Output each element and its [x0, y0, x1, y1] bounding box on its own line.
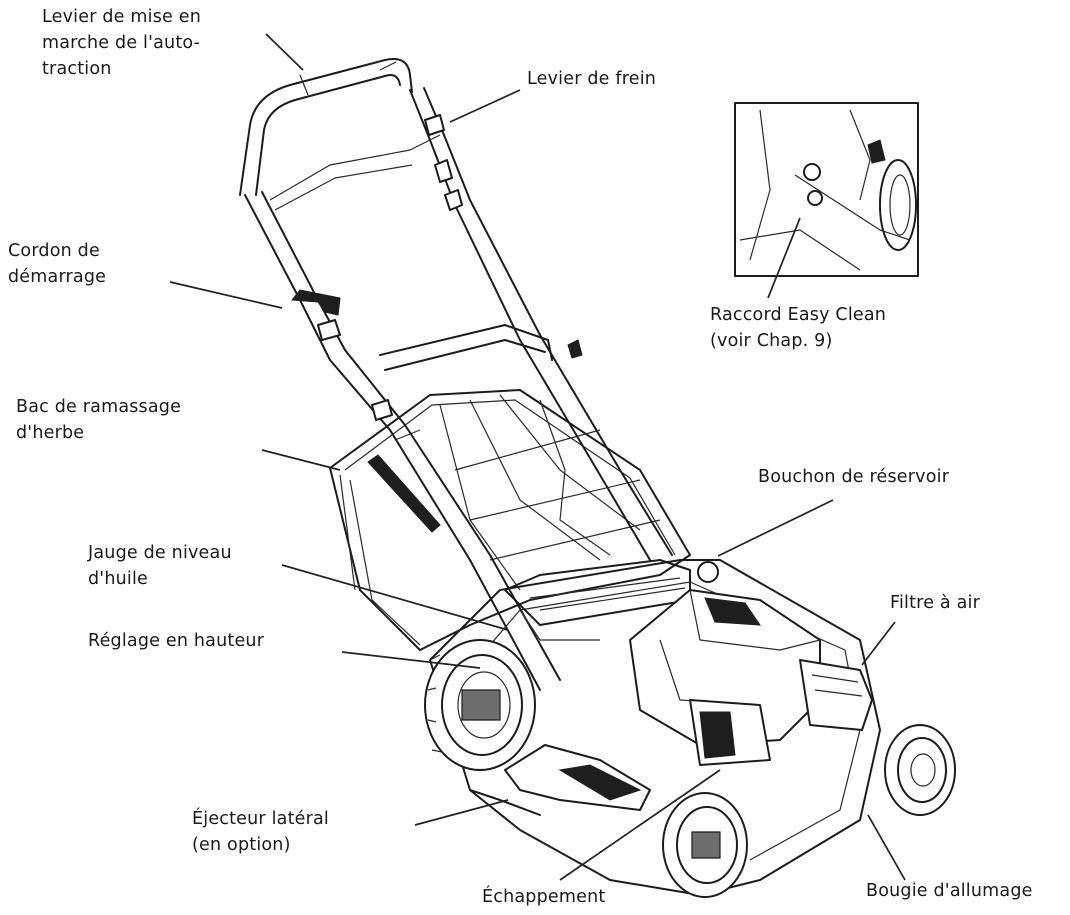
leader-oil-dipstick — [281, 564, 509, 631]
front-left-wheel — [662, 792, 748, 898]
label-spark-plug: Bougie d'allumage — [866, 881, 1033, 901]
label-easy-clean: Raccord Easy Clean (voir Chap. 9) — [710, 305, 887, 351]
engine — [629, 561, 873, 766]
mower-deck — [429, 559, 881, 896]
label-oil-dipstick: Jauge de niveau d'huile — [88, 543, 232, 589]
grass-bag — [329, 389, 691, 651]
leader-spark-plug — [867, 814, 906, 881]
label-side-ejector: Éjecteur latéral (en option) — [192, 809, 329, 855]
label-starter-cord: Cordon de démarrage — [8, 241, 107, 287]
handle — [239, 58, 673, 691]
easy-clean-inset — [734, 102, 919, 277]
leader-easy-clean — [767, 217, 801, 299]
leader-air-filter — [861, 621, 896, 666]
label-air-filter: Filtre à air — [890, 593, 980, 613]
label-self-propel-lever: Levier de mise en marche de l'auto- trac… — [42, 7, 202, 79]
label-exhaust: Échappement — [482, 887, 606, 907]
leader-lines — [169, 33, 906, 881]
label-fuel-cap: Bouchon de réservoir — [758, 467, 950, 487]
leader-starter-cord — [169, 281, 283, 309]
leader-grass-bag — [261, 449, 341, 471]
leader-fuel-cap — [717, 499, 834, 557]
leader-exhaust — [559, 769, 721, 881]
leader-brake-lever — [449, 89, 521, 123]
front-right-wheel — [884, 724, 956, 816]
label-grass-bag: Bac de ramassage d'herbe — [16, 397, 182, 443]
leader-side-ejector — [414, 799, 509, 826]
rear-wheel — [424, 639, 536, 771]
label-height-adjust: Réglage en hauteur — [88, 631, 265, 651]
label-brake-lever: Levier de frein — [527, 69, 657, 89]
leader-self-propel-lever — [265, 33, 304, 71]
leader-height-adjust — [341, 651, 481, 669]
